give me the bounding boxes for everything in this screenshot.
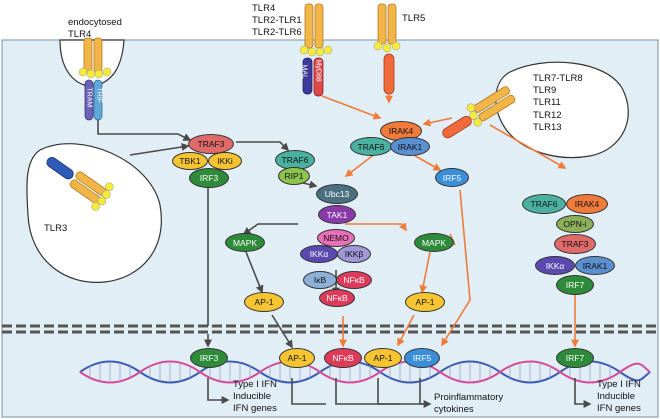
node-ikb: IκB: [303, 271, 337, 289]
node-ikka: IKKα: [300, 245, 338, 263]
node-traf6-b: TRAF6: [350, 137, 392, 156]
node-mapk-left: MAPK: [225, 233, 265, 252]
nuclear-nfkb: NFκB: [324, 348, 362, 368]
label-endocytosed-tlr4: endocytosed TLR4: [68, 17, 122, 41]
adaptor-tram: TRAM: [85, 87, 93, 108]
endosome-tlr3: [26, 143, 162, 283]
nuclear-membrane: [2, 324, 658, 334]
node-irak1: IRAK1: [390, 137, 430, 156]
node-irf5: IRF5: [435, 168, 469, 187]
label-tlr3: TLR3: [44, 223, 68, 234]
node-irak1-c: IRAK1: [575, 256, 615, 275]
node-nemo: NEMO: [317, 229, 355, 247]
receptor-tlr4-tlr2: [299, 3, 333, 97]
adaptor-mal: MAL: [300, 64, 308, 79]
node-irak4-c: IRAK4: [566, 194, 608, 214]
node-ikka-c: IKKα: [535, 256, 575, 275]
node-tbk1: TBK1: [172, 152, 208, 170]
node-tak1: TAK1: [318, 205, 356, 224]
node-traf6-c: TRAF6: [522, 194, 566, 214]
node-opni: OPN-i: [556, 215, 594, 233]
grey-arrows: [97, 120, 592, 408]
output-type1-ifn-left: Type I IFN Inducible IFN genes: [233, 379, 277, 415]
nuclear-ap1-b: AP-1: [364, 348, 402, 368]
node-mapk-right: MAPK: [414, 233, 454, 252]
node-ikkb: IKKβ: [337, 245, 371, 263]
node-traf3-c: TRAF3: [554, 234, 596, 254]
nuclear-irf7: IRF7: [556, 348, 594, 368]
label-endosomal-tlrs: TLR7-TLR8 TLR9 TLR11 TLR12 TLR13: [533, 73, 583, 133]
label-tlr4-tlr2-group: TLR4 TLR2-TLR1 TLR2-TLR6: [252, 3, 302, 39]
endosome-right: [495, 61, 629, 159]
node-nfkb-a: NFκB: [336, 271, 372, 289]
receptor-tlr3: [46, 157, 114, 211]
output-proinflammatory-cytokines: Proinflammatory cytokines: [434, 392, 504, 416]
label-tlr5: TLR5: [402, 13, 426, 24]
receptor-endosomal-tlrs: [442, 86, 516, 139]
receptor-tlr5: [373, 3, 401, 95]
node-irf3: IRF3: [189, 168, 229, 188]
node-ikki: IKKi: [208, 152, 242, 170]
node-ubc13: Ubc13: [316, 184, 358, 204]
node-traf3: TRAF3: [188, 134, 234, 154]
node-ap1-left: AP-1: [244, 292, 284, 312]
nuclear-irf3: IRF3: [190, 348, 228, 368]
node-nfkb-b: NFκB: [319, 289, 355, 307]
node-rip1: RIP1: [278, 167, 310, 185]
nuclear-irf5: IRF5: [404, 348, 440, 368]
node-ap1-right: AP-1: [405, 292, 445, 312]
output-type1-ifn-right: Type I IFN Inducible IFN genes: [597, 379, 641, 415]
adaptor-myd88: MyD88: [314, 59, 322, 82]
node-irf7: IRF7: [556, 275, 594, 295]
nuclear-ap1-a: AP-1: [279, 348, 315, 368]
adaptor-trif: TRIF: [95, 87, 103, 104]
receptor-endocytosed-tlr4: [78, 37, 112, 121]
